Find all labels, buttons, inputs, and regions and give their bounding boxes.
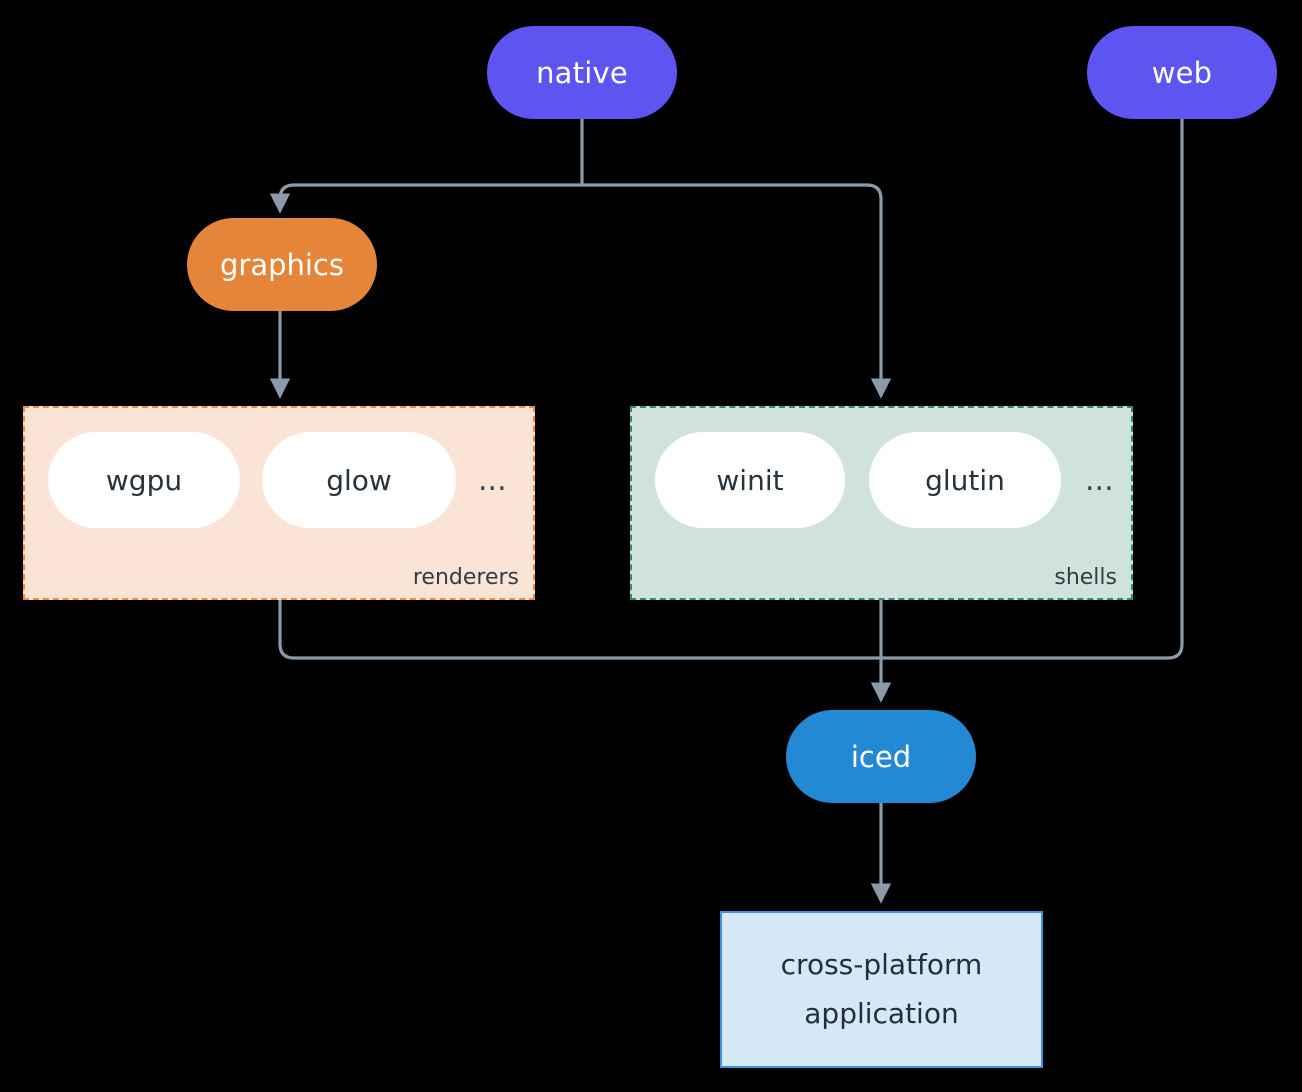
edge-native-to-graphics (269, 183, 582, 214)
cluster-shells-label: shells (1054, 565, 1117, 590)
node-graphics[interactable]: graphics (187, 218, 377, 311)
node-wgpu-label: wgpu (105, 463, 183, 497)
node-iced-label: iced (850, 739, 912, 774)
edge-renderers-to-iced (278, 600, 881, 660)
node-glutin[interactable]: glutin (869, 432, 1061, 528)
node-glutin-label: glutin (925, 463, 1005, 497)
node-glow[interactable]: glow (262, 432, 456, 528)
renderers-ellipsis: ... (478, 463, 507, 498)
node-native-label: native (536, 55, 628, 90)
node-application[interactable]: cross-platform application (720, 911, 1043, 1068)
node-glow-label: glow (326, 463, 392, 497)
node-native[interactable]: native (487, 26, 677, 119)
cluster-renderers-label: renderers (412, 565, 519, 590)
node-winit[interactable]: winit (655, 432, 845, 528)
node-application-line-1: cross-platform (780, 948, 983, 982)
node-wgpu[interactable]: wgpu (48, 432, 240, 528)
node-graphics-label: graphics (219, 247, 344, 282)
node-web[interactable]: web (1087, 26, 1277, 119)
node-web-label: web (1151, 55, 1213, 90)
node-iced[interactable]: iced (786, 710, 976, 803)
node-winit-label: winit (716, 463, 784, 497)
shells-ellipsis: ... (1085, 463, 1114, 498)
node-application-line-2: application (804, 996, 959, 1030)
edge-native-to-shells (582, 183, 892, 399)
